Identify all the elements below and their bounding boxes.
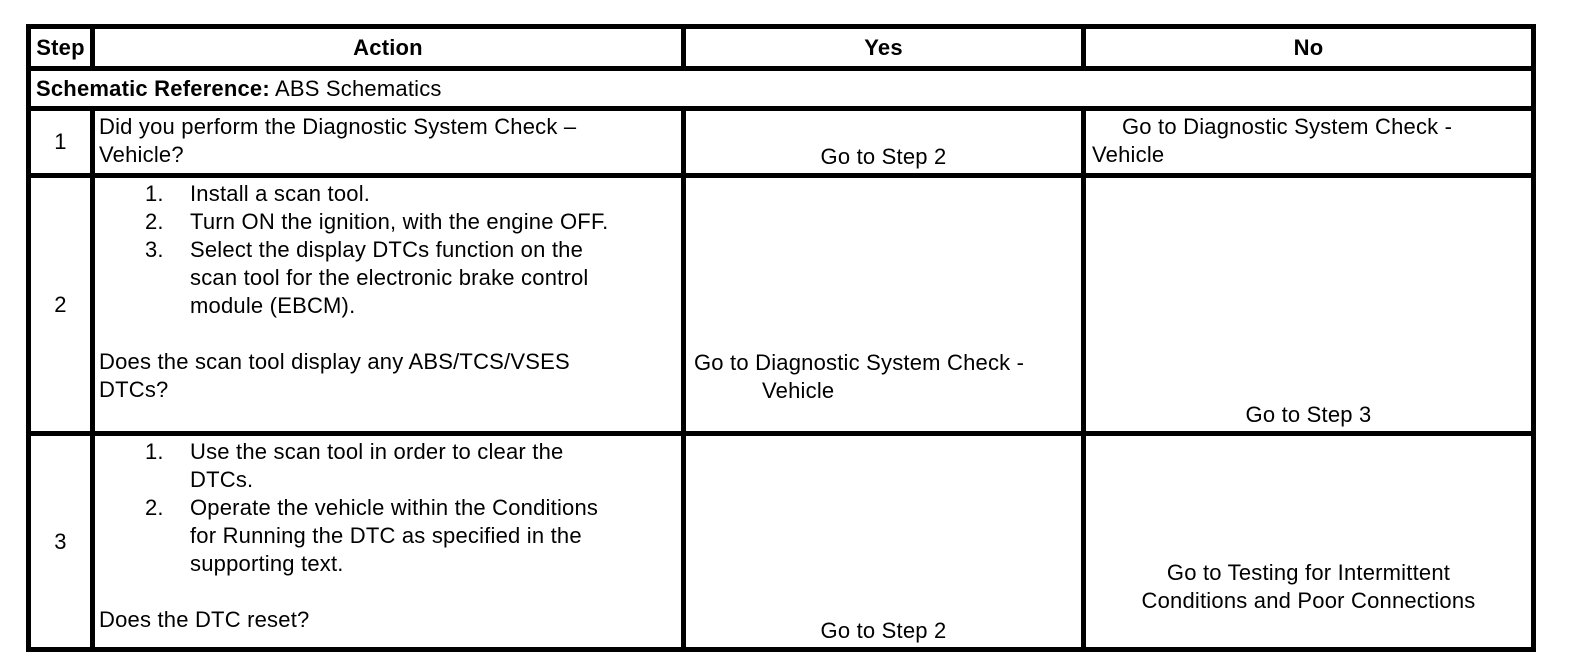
action-question: Does the scan tool display any ABS/TCS/V… [99, 349, 570, 402]
step-number: 3 [31, 436, 90, 647]
item-text: Select the display DTCs function on the … [190, 237, 589, 318]
action-step-item: 2. Turn ON the ignition, with the engine… [145, 208, 673, 236]
goto-reference: Go to Testing for Intermittent [1166, 560, 1451, 585]
schematic-reference-row: Schematic Reference: ABS Schematics [31, 71, 1531, 106]
goto-reference: Go to Diagnostic System Check - [1122, 114, 1453, 139]
col-header-action: Action [95, 29, 681, 66]
step-number: 1 [31, 111, 90, 173]
action-cell: 1. Use the scan tool in order to clear t… [95, 436, 681, 647]
action-question: Did you perform the Diagnostic System Ch… [99, 114, 577, 167]
item-text: Turn ON the ignition, with the engine OF… [190, 209, 609, 234]
action-step-item: 1. Use the scan tool in order to clear t… [145, 438, 673, 494]
item-text: Install a scan tool. [190, 181, 371, 206]
item-number: 3. [145, 237, 164, 262]
item-text: Use the scan tool in order to clear the … [190, 439, 564, 492]
action-question: Does the DTC reset? [99, 607, 310, 632]
action-cell: Did you perform the Diagnostic System Ch… [95, 111, 681, 173]
action-step-item: 3. Select the display DTCs function on t… [145, 236, 673, 320]
no-cell: Go to Testing for Intermittent Condition… [1086, 436, 1531, 647]
goto-reference: Vehicle [1092, 142, 1165, 167]
step-number: 2 [31, 178, 90, 431]
item-number: 2. [145, 209, 164, 234]
goto-reference: Go to Step 2 [820, 618, 947, 643]
action-step-list: 1. Use the scan tool in order to clear t… [145, 438, 673, 578]
col-header-yes: Yes [686, 29, 1081, 66]
no-cell: Go to Step 3 [1086, 178, 1531, 431]
item-number: 1. [145, 181, 164, 206]
schematic-reference-value: ABS Schematics [269, 75, 442, 101]
action-step-item: 1. Install a scan tool. [145, 180, 673, 208]
action-cell: 1. Install a scan tool. 2. Turn ON the i… [95, 178, 681, 431]
item-number: 1. [145, 439, 164, 464]
goto-reference: Go to Diagnostic System Check - [694, 350, 1025, 375]
item-number: 2. [145, 495, 164, 520]
col-header-step: Step [31, 29, 90, 66]
goto-reference: Go to Step 3 [1245, 402, 1372, 427]
col-header-no: No [1086, 29, 1531, 66]
yes-cell: Go to Step 2 [686, 111, 1081, 173]
no-cell: Go to Diagnostic System Check - Vehicle [1086, 111, 1531, 173]
goto-reference: Vehicle [762, 378, 835, 403]
diagnostic-table: Step Action Yes No Schematic Reference: … [26, 24, 1536, 652]
action-step-item: 2. Operate the vehicle within the Condit… [145, 494, 673, 578]
goto-reference: Go to Step 2 [820, 144, 947, 169]
goto-reference: Conditions and Poor Connections [1141, 588, 1476, 613]
schematic-reference-label: Schematic Reference: [36, 75, 270, 101]
yes-cell: Go to Step 2 [686, 436, 1081, 647]
action-step-list: 1. Install a scan tool. 2. Turn ON the i… [145, 180, 673, 320]
yes-cell: Go to Diagnostic System Check - Vehicle [686, 178, 1081, 431]
item-text: Operate the vehicle within the Condition… [190, 495, 599, 576]
